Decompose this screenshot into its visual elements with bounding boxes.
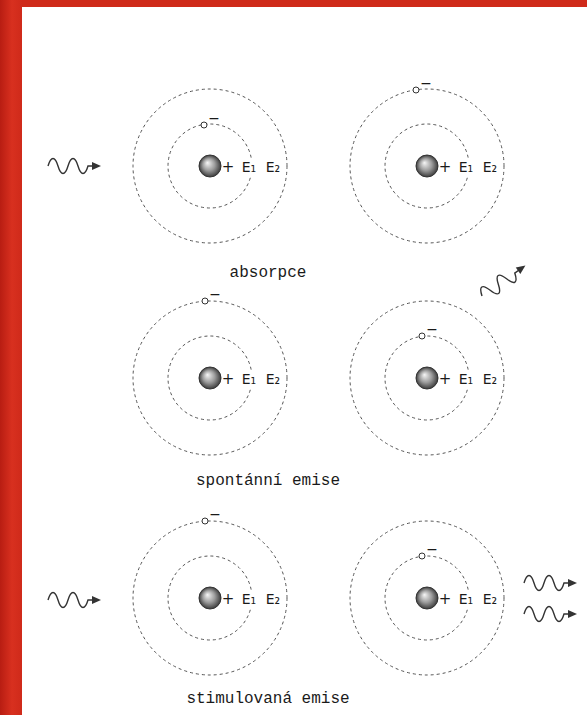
electron	[201, 122, 207, 128]
energy-level: E₁	[458, 159, 474, 175]
energy-level: E₂	[482, 591, 498, 607]
electron	[413, 87, 419, 93]
nucleus-charge: +	[221, 158, 236, 176]
electron	[419, 553, 425, 559]
label-slot: E₂	[265, 158, 281, 176]
electron	[202, 518, 208, 524]
label-slot: E₂	[482, 158, 498, 176]
electron-charge: −	[208, 506, 222, 522]
electron-charge: −	[425, 541, 439, 557]
electron-charge: −	[425, 321, 439, 337]
label-slot: E₁	[458, 158, 474, 176]
photon-arrow	[48, 593, 101, 608]
label-slot: +	[438, 590, 453, 608]
nucleus-charge: +	[438, 590, 453, 608]
energy-level: E₁	[241, 159, 257, 175]
electron-charge: −	[419, 75, 433, 91]
label-slot: stimulovaná emise	[185, 689, 350, 709]
electron	[419, 333, 425, 339]
energy-level: E₂	[265, 371, 281, 387]
atom	[133, 301, 287, 455]
electron-charge: −	[208, 286, 222, 302]
electron	[202, 298, 208, 304]
energy-level: E₁	[241, 371, 257, 387]
nucleus-charge: +	[438, 370, 453, 388]
energy-level: E₁	[458, 371, 474, 387]
caption: stimulovaná emise	[185, 690, 350, 708]
photon-arrow	[524, 576, 577, 591]
label-slot: −	[425, 320, 439, 338]
atom	[133, 89, 287, 243]
photon-arrow	[48, 159, 101, 174]
electron-charge: −	[207, 110, 221, 126]
nucleus-charge: +	[221, 590, 236, 608]
atom	[133, 521, 287, 675]
white-panel	[22, 7, 587, 715]
energy-level: E₂	[482, 159, 498, 175]
energy-level: E₁	[458, 591, 474, 607]
atom	[350, 521, 504, 675]
label-slot: E₂	[265, 590, 281, 608]
label-slot: E₂	[265, 370, 281, 388]
label-slot: +	[438, 158, 453, 176]
label-slot: E₁	[241, 158, 257, 176]
atom	[350, 301, 504, 455]
label-slot: +	[221, 158, 236, 176]
label-slot: E₁	[241, 590, 257, 608]
nucleus-charge: +	[221, 370, 236, 388]
energy-level: E₂	[265, 591, 281, 607]
label-slot: absorpce	[229, 263, 308, 283]
caption: absorpce	[229, 264, 308, 282]
photon-arrow	[478, 259, 530, 302]
label-slot: spontánní emise	[195, 471, 341, 491]
energy-level: E₁	[241, 591, 257, 607]
energy-level: E₂	[482, 371, 498, 387]
label-slot: +	[221, 590, 236, 608]
label-slot: E₂	[482, 370, 498, 388]
nucleus-charge: +	[438, 158, 453, 176]
energy-level: E₂	[265, 159, 281, 175]
label-slot: −	[419, 74, 433, 92]
label-slot: E₂	[482, 590, 498, 608]
label-slot: E₁	[241, 370, 257, 388]
photon-arrow	[524, 607, 577, 622]
label-slot: +	[438, 370, 453, 388]
label-slot: −	[208, 505, 222, 523]
label-slot: +	[221, 370, 236, 388]
label-slot: −	[207, 109, 221, 127]
atom	[350, 89, 504, 243]
caption: spontánní emise	[195, 472, 341, 490]
label-slot: E₁	[458, 590, 474, 608]
label-slot: −	[208, 285, 222, 303]
label-slot: −	[425, 540, 439, 558]
label-slot: E₁	[458, 370, 474, 388]
